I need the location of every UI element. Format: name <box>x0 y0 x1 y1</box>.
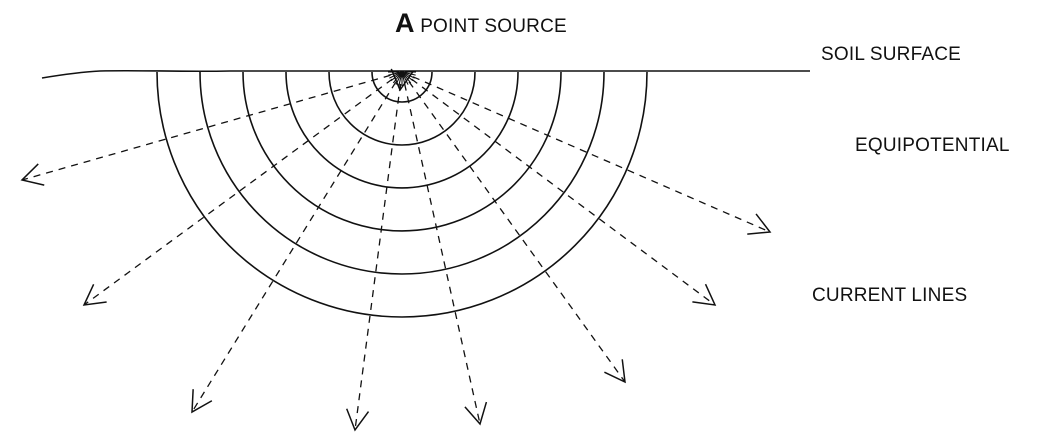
equipotential-arc <box>199 71 605 275</box>
source-tick <box>388 72 400 76</box>
current-arrowhead <box>345 408 370 432</box>
current-line <box>412 76 771 233</box>
equipotential-lines <box>156 71 648 318</box>
diagram-title: A POINT SOURCE <box>395 8 567 39</box>
current-line <box>408 81 626 383</box>
source-tick <box>404 72 415 79</box>
current-lines-label: CURRENT LINES <box>812 285 968 306</box>
current-arrowhead <box>20 163 45 186</box>
title-letter: A <box>395 8 415 38</box>
current-line <box>354 83 402 431</box>
equipotential-arc <box>285 71 519 189</box>
current-arrowhead <box>82 283 107 306</box>
current-arrowhead <box>191 389 213 414</box>
soil-surface-label: SOIL SURFACE <box>821 44 962 65</box>
current-line <box>83 78 393 306</box>
point-source-marker <box>388 70 416 86</box>
current-line <box>191 81 397 413</box>
equipotential-arc <box>242 71 562 232</box>
source-tick <box>389 72 400 79</box>
current-line <box>403 83 481 425</box>
current-line <box>411 78 716 306</box>
source-tick <box>404 72 416 76</box>
current-line <box>21 74 391 181</box>
title-text: POINT SOURCE <box>420 16 567 37</box>
current-arrowhead <box>692 283 717 306</box>
current-arrowhead <box>747 213 772 235</box>
equipotential-arc <box>328 71 476 146</box>
current-lines <box>20 68 772 432</box>
soil-surface-line <box>41 69 810 79</box>
source-tick <box>390 73 400 82</box>
equipotential-label: EQUIPOTENTIAL <box>855 135 1010 156</box>
source-tick <box>404 73 414 82</box>
current-arrowhead <box>464 401 488 426</box>
equipotential-arc <box>156 71 648 318</box>
source-dot <box>398 70 406 78</box>
current-arrowhead <box>604 359 626 384</box>
